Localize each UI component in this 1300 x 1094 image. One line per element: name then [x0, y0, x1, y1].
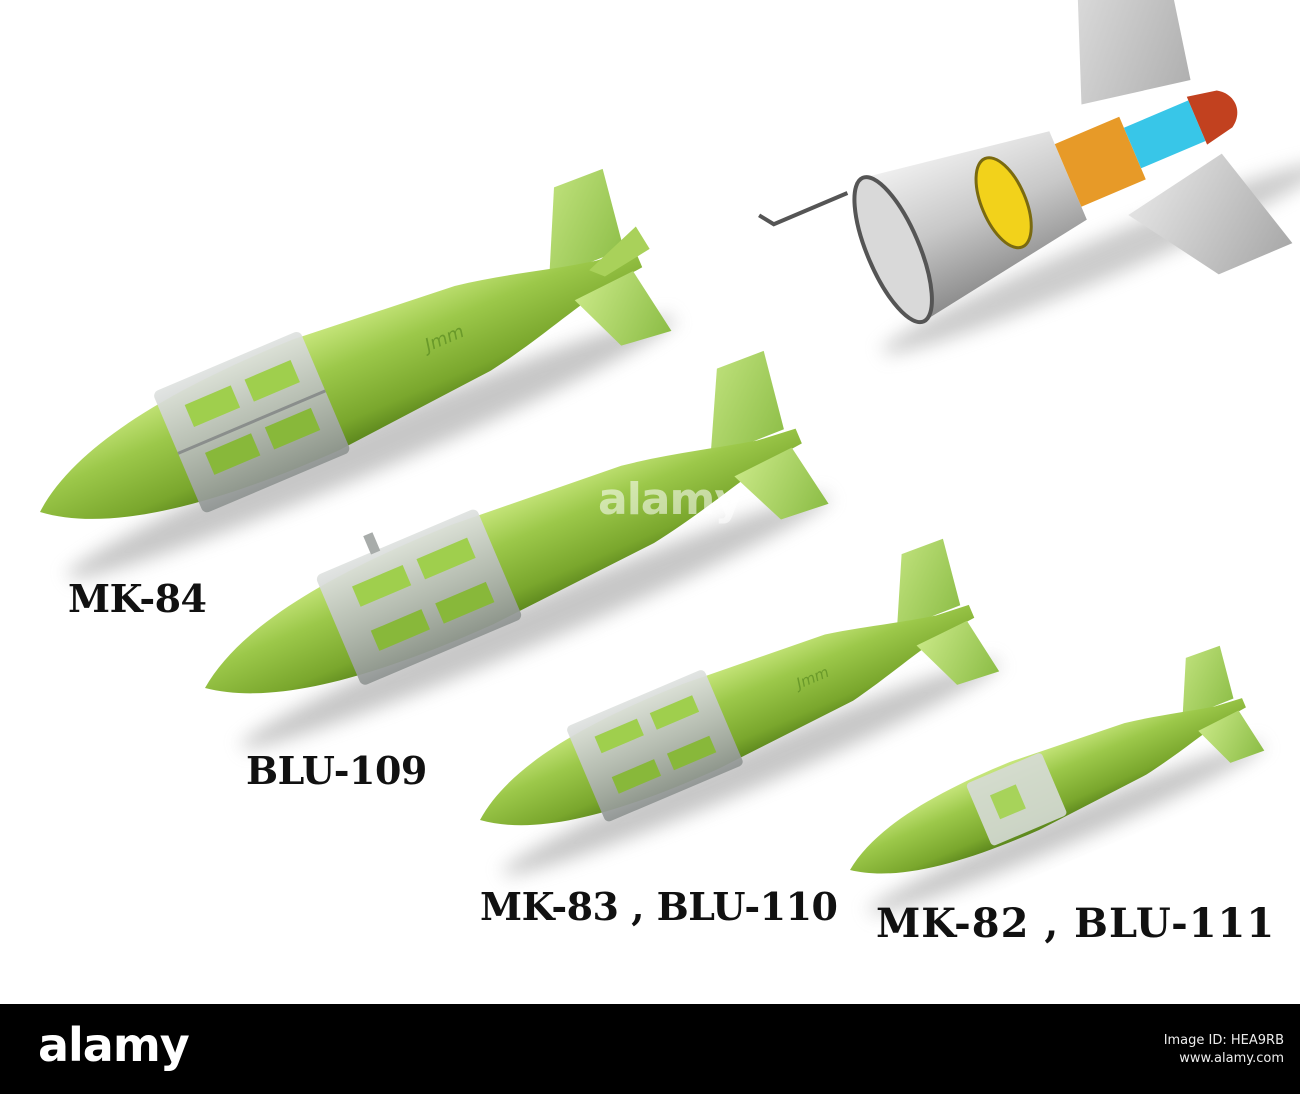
strake-slot — [435, 581, 495, 624]
bomb-shadow — [502, 660, 1000, 875]
rear-fin — [1182, 645, 1234, 720]
lug — [363, 532, 381, 555]
upper-grey-fin — [1076, 0, 1191, 105]
lower-fin — [1198, 710, 1265, 763]
watermark-text: alamy — [598, 474, 743, 525]
red-tip — [1186, 90, 1238, 145]
strake-slot — [649, 695, 700, 730]
rear-fin — [896, 538, 961, 630]
strake-slot — [594, 718, 644, 754]
lower-fin — [574, 271, 672, 346]
strake-slot — [666, 735, 717, 771]
rear-fin — [710, 350, 784, 459]
mk82-blu111-label: MK-82 , BLU-111 — [876, 900, 1276, 947]
orange-motor — [1054, 116, 1146, 207]
lanyard-wire — [758, 191, 849, 227]
bomb-shadow — [67, 316, 676, 579]
cutaway-tail-kit — [758, 0, 1300, 354]
lower-fin — [734, 447, 829, 520]
footer-url-line: www.alamy.com — [1179, 1051, 1284, 1066]
footer-bar: alamy Image ID: HEA9RB www.alamy.com — [0, 1004, 1300, 1094]
footer-image-id: Image ID: HEA9RB www.alamy.com — [1164, 1032, 1284, 1068]
yellow-chute — [974, 156, 1033, 250]
blu109-label: BLU-109 — [246, 748, 427, 793]
mk84-bomb: Jmm — [40, 168, 676, 579]
bomb-shadow — [240, 494, 831, 749]
strake-kit — [567, 670, 743, 822]
lower-grey-fin — [1128, 153, 1293, 275]
mk84-label: MK-84 — [68, 576, 207, 621]
cylinder-rim — [852, 175, 934, 325]
strake-slot — [370, 609, 431, 651]
rear-fin — [549, 168, 624, 279]
cyan-section — [1123, 100, 1206, 169]
strake-slot — [416, 537, 476, 580]
footer-logo: alamy — [38, 1018, 190, 1072]
footer-id-line: Image ID: HEA9RB — [1163, 1033, 1284, 1048]
side-fin — [589, 226, 650, 277]
strake-slot — [989, 784, 1026, 820]
strake-slot — [204, 433, 261, 475]
strake-slot — [352, 564, 412, 607]
bomb-shadow — [867, 743, 1264, 914]
strake-slot — [611, 759, 662, 794]
bomb-diagram: Jmm Jmm — [40, 0, 1300, 914]
strake-slot — [184, 385, 241, 428]
strake-slot — [264, 407, 321, 450]
strake-slot — [244, 360, 300, 402]
blu109-bomb — [205, 350, 831, 749]
lower-fin — [916, 620, 1000, 685]
mk83-bomb: Jmm — [480, 538, 1000, 875]
mk83-blu110-label: MK-83 , BLU-110 — [480, 884, 838, 929]
mk82-bomb — [850, 645, 1265, 914]
strake-rail — [177, 389, 326, 455]
